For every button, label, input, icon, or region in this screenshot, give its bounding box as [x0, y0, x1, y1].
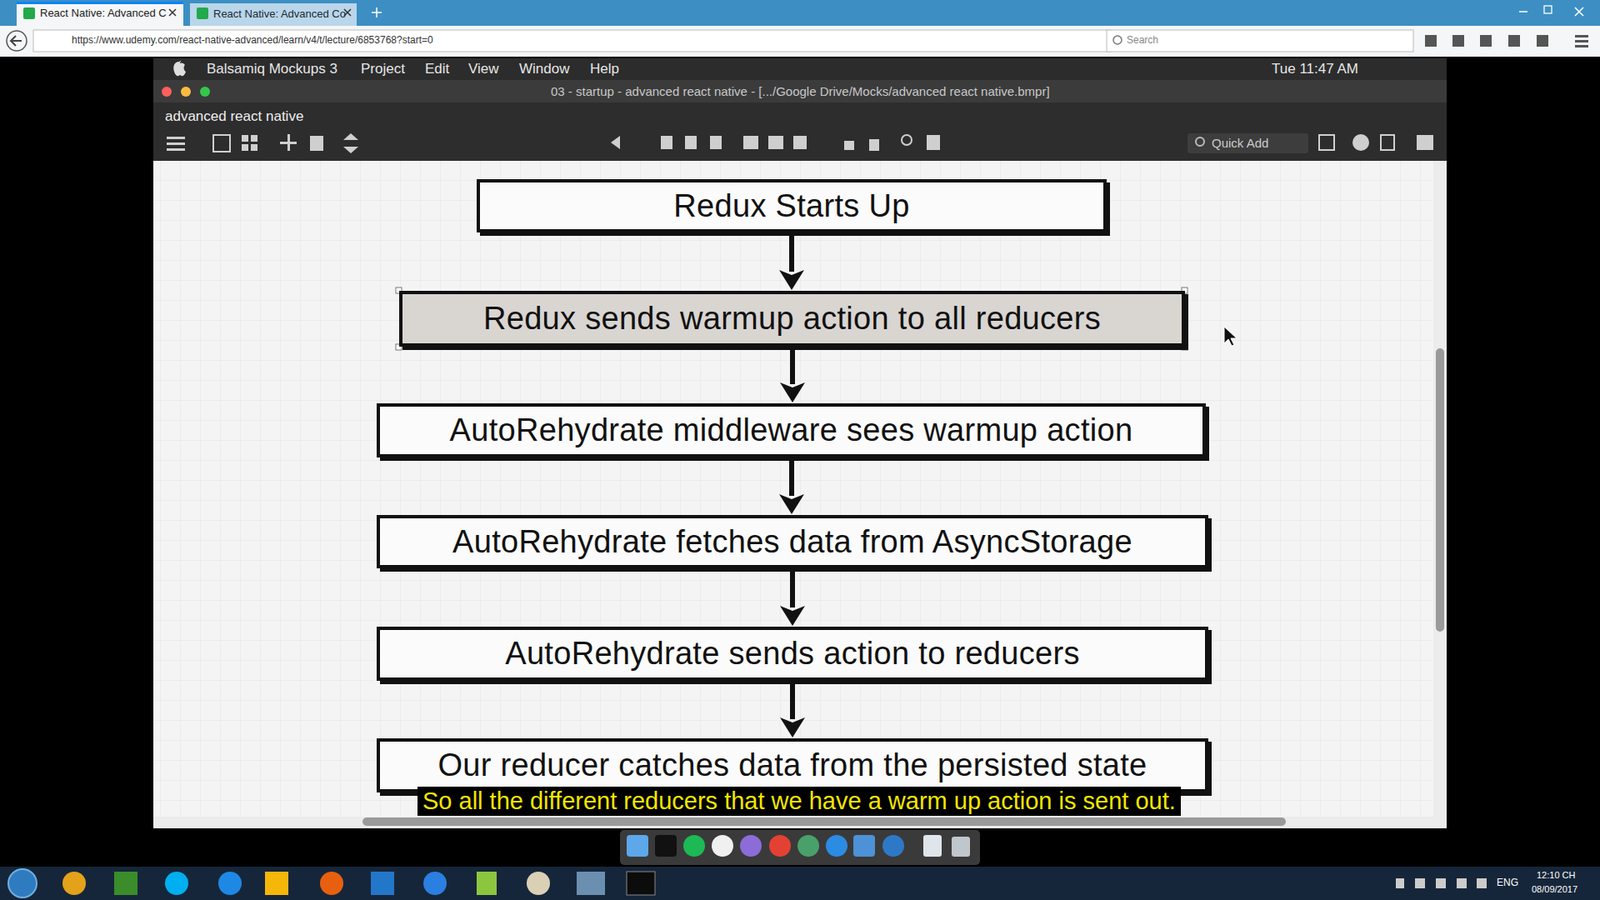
- mac-menubar: [153, 58, 1447, 80]
- menu-item: Project: [360, 60, 405, 78]
- box-label: AutoRehydrate sends action to reducers: [505, 635, 1080, 672]
- menu-item: Edit: [425, 60, 450, 78]
- tab-bar: [0, 0, 1600, 26]
- scrollbar-thumb: [1435, 348, 1445, 632]
- canvas: [153, 160, 1447, 829]
- inactive-tab: [190, 3, 357, 26]
- box-label: Our reducer catches data from the persis…: [437, 747, 1147, 784]
- process-box: AutoRehydrate fetches data from AsyncSto…: [376, 515, 1209, 569]
- dock: [620, 830, 980, 865]
- quick-add-field: [1187, 133, 1309, 154]
- window-titlebar: [153, 80, 1447, 103]
- box-label: Redux Starts Up: [673, 188, 910, 225]
- tab-title: React Native: Advanced Co: [213, 8, 346, 21]
- clock: Tue 11:47 AM: [1271, 60, 1359, 78]
- process-box: AutoRehydrate middleware sees warmup act…: [376, 403, 1206, 458]
- box-label: Redux sends warmup action to all reducer…: [483, 300, 1101, 337]
- process-box: AutoRehydrate sends action to reducers: [376, 626, 1209, 681]
- menu-item: View: [468, 60, 500, 78]
- box-label: AutoRehydrate fetches data from AsyncSto…: [452, 524, 1133, 560]
- menu-item: Window: [519, 60, 570, 78]
- active-tab: [16, 1, 184, 26]
- search-field: Search: [1126, 35, 1159, 47]
- box-label: AutoRehydrate middleware sees warmup act…: [450, 412, 1134, 449]
- menu-item: Balsamiq Mockups 3: [206, 60, 338, 78]
- quick-add: Quick Add: [1211, 135, 1269, 150]
- window-title: 03 - startup - advanced react native - […: [550, 84, 1050, 99]
- menu-item: Help: [590, 60, 620, 78]
- process-box: Our reducer catches data from the persis…: [376, 738, 1209, 793]
- document-name: advanced react native: [165, 108, 304, 125]
- language: ENG: [1496, 877, 1519, 890]
- process-box: Redux Starts Up: [476, 179, 1107, 233]
- taskbar-date: 08/09/2017: [1531, 884, 1578, 895]
- process-box: Redux sends warmup action to all reducer…: [399, 290, 1185, 347]
- taskbar: [0, 866, 1600, 900]
- flow-arrow: [779, 235, 805, 290]
- flow-arrow: [779, 460, 805, 515]
- nav-bar: [0, 25, 1600, 57]
- url-text: https://www.udemy.com/react-native-advan…: [71, 35, 434, 47]
- tab-title: React Native: Advanced C: [40, 7, 167, 20]
- flow-arrow: [780, 571, 805, 626]
- flow-arrow: [780, 350, 805, 403]
- scrollbar-thumb: [362, 817, 1286, 826]
- subtitle: So all the different reducers that we ha…: [417, 786, 1181, 816]
- app-toolbar: [153, 102, 1447, 161]
- flow-arrow: [780, 684, 805, 738]
- taskbar-time: 12:10 CH: [1536, 870, 1575, 881]
